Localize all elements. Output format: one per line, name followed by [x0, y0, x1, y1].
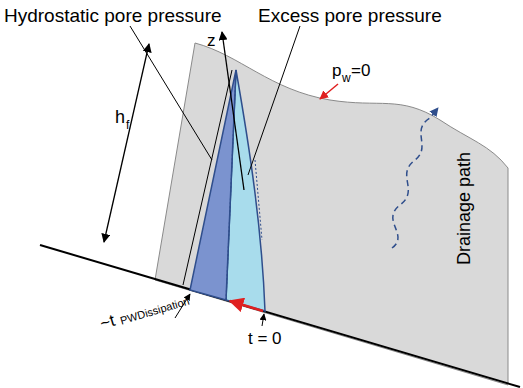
dissipation-arrow — [230, 301, 263, 311]
dimension-subscript: f — [126, 119, 129, 131]
boundary-label: =0 — [351, 62, 370, 79]
callout-label: Hydrostatic pore pressure — [4, 6, 222, 25]
dotted-line — [255, 160, 262, 240]
leader-line — [262, 314, 264, 326]
boundary-subscript: w — [342, 72, 351, 84]
time-label: t = 0 — [248, 330, 282, 347]
boundary-label: p — [332, 62, 341, 79]
axis-label: z — [207, 32, 216, 49]
hydrostatic-pressure-area — [190, 70, 236, 300]
time-subscript: PWDissipation — [119, 296, 191, 327]
surface-arrow — [320, 84, 338, 99]
thickness-dimension — [104, 44, 149, 242]
z-axis — [222, 32, 244, 190]
time-label: ~t — [98, 312, 117, 332]
path-label: Drainage path — [455, 152, 473, 265]
soil-layer — [155, 43, 508, 385]
dimension-label: h — [115, 108, 125, 126]
leader-line — [130, 26, 212, 160]
leader-line — [248, 26, 300, 175]
dotted-line — [226, 70, 236, 300]
drainage-path — [392, 108, 438, 248]
slope-base — [40, 245, 520, 387]
callout-label: Excess pore pressure — [258, 6, 442, 25]
